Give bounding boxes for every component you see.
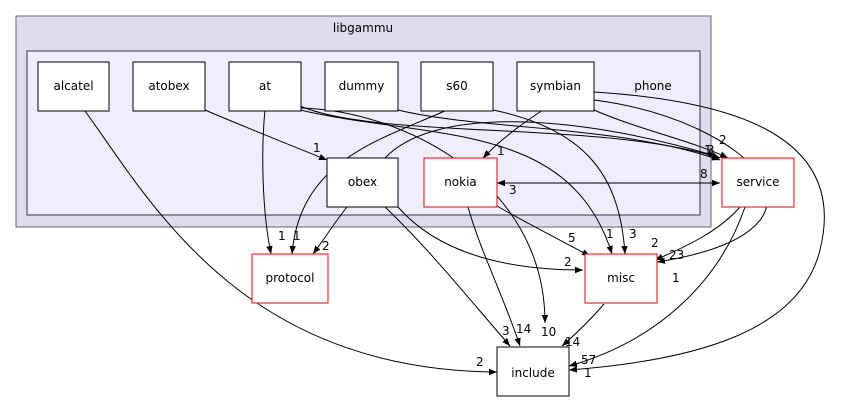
edge-label: 3 [509, 183, 517, 197]
node-atobex[interactable]: atobex [132, 61, 206, 112]
edge-at-misc [299, 109, 613, 255]
node-at-label: at [259, 79, 271, 93]
edge-label: 1 [497, 144, 505, 158]
edge-label: 8 [700, 167, 708, 181]
node-include[interactable]: include [496, 346, 570, 397]
edge-obex-misc [397, 206, 584, 274]
edge-label: 2 [719, 133, 727, 147]
node-alcatel-label: alcatel [53, 79, 93, 93]
node-misc[interactable]: misc [584, 253, 658, 304]
edge-symbian-include [568, 91, 825, 373]
node-nokia-label: nokia [444, 175, 477, 189]
edge-label: 1 [584, 366, 592, 380]
edge-label: 1 [278, 229, 286, 243]
edge-label: 2 [564, 255, 572, 269]
edge-label: 14 [565, 335, 580, 349]
cluster-phone-label: phone [634, 79, 672, 93]
node-include-label: include [511, 366, 554, 380]
edge-label: 2 [651, 236, 659, 250]
node-dummy-label: dummy [339, 79, 385, 93]
edge-label: 57 [581, 353, 596, 367]
edge-service-misc [654, 206, 741, 261]
node-nokia[interactable]: nokia [423, 157, 498, 208]
node-alcatel[interactable]: alcatel [37, 61, 110, 112]
node-protocol[interactable]: protocol [251, 253, 329, 304]
edge-atobex-obex [204, 109, 328, 161]
node-symbian[interactable]: symbian [516, 61, 595, 112]
node-obex-label: obex [348, 175, 377, 189]
edge-nokia-misc [496, 205, 591, 257]
node-obex[interactable]: obex [326, 157, 399, 208]
edge-label: 2 [322, 239, 330, 253]
edge-label: 10 [541, 325, 556, 339]
edge-label: 1 [672, 271, 680, 285]
edge-label: 1 [313, 141, 321, 155]
node-atobex-label: atobex [148, 79, 189, 93]
edge-alcatel-include [84, 110, 498, 376]
node-s60-label: s60 [446, 79, 468, 93]
edge-label: 1 [606, 227, 614, 241]
edge-misc-include [561, 303, 605, 347]
edge-symbian-nokia [482, 109, 544, 159]
node-s60[interactable]: s60 [420, 61, 494, 112]
node-misc-label: misc [607, 271, 635, 285]
edge-s60-misc [492, 109, 628, 255]
edge-label: 3 [629, 227, 637, 241]
node-at[interactable]: at [228, 61, 302, 112]
cluster-libgammu-label: libgammu [333, 21, 393, 35]
edge-obex-include [384, 206, 511, 347]
node-service-label: service [737, 175, 780, 189]
node-service[interactable]: service [721, 157, 795, 208]
edge-obex-protocol [312, 206, 348, 255]
edge-label: 2 [476, 355, 484, 369]
edge-label: 3 [707, 143, 715, 157]
node-protocol-label: protocol [266, 271, 315, 285]
edge-label: 14 [516, 322, 531, 336]
edge-obex-service [384, 121, 717, 159]
node-symbian-label: symbian [530, 79, 581, 93]
edge-label: 5 [568, 231, 576, 245]
edge-label: 1 [704, 143, 712, 157]
edge-at-protocol [262, 109, 273, 255]
edge-label: 1 [293, 229, 301, 243]
edge-label: 23 [669, 248, 684, 262]
edge-nokia-include [467, 206, 521, 347]
node-dummy[interactable]: dummy [324, 61, 399, 112]
edge-service-include [568, 206, 746, 367]
edge-label: 3 [502, 324, 510, 338]
